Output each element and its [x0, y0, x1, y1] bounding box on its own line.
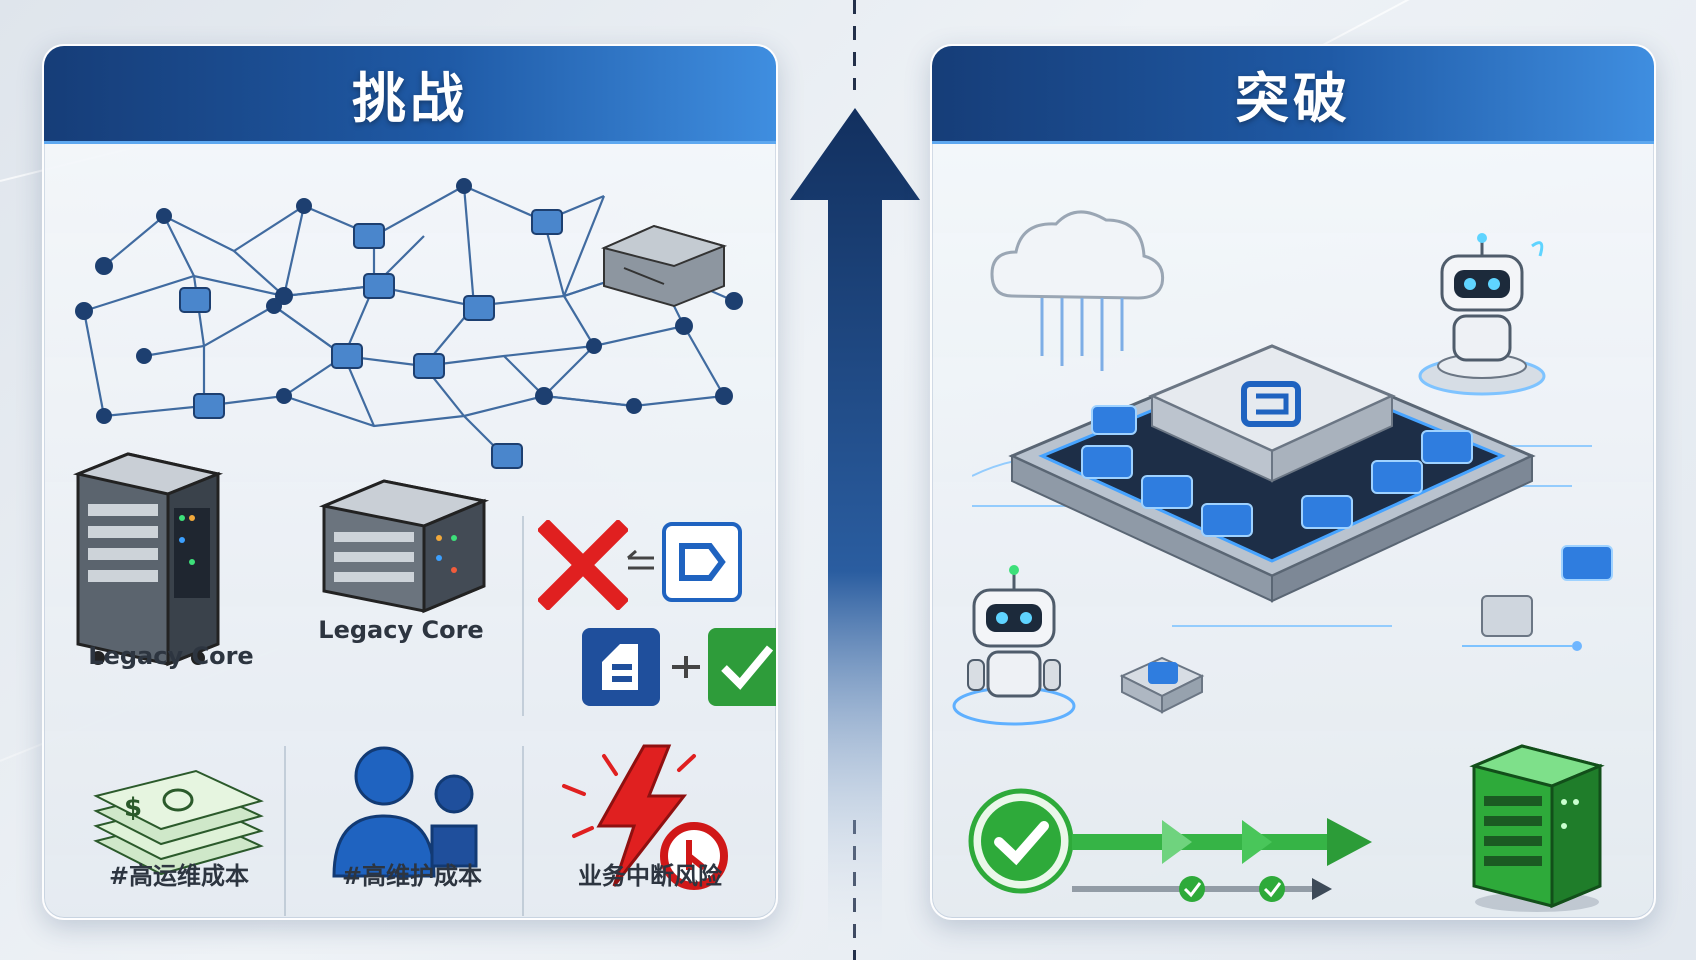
- plus-icon: [672, 656, 700, 678]
- business-interrupt-risk-label: 业务中断风险: [578, 862, 722, 890]
- network-mesh-icon: [75, 178, 743, 469]
- chip-platform-icon: [972, 344, 1592, 627]
- legacy-core-label-2: Legacy Core: [318, 616, 484, 644]
- challenge-title: 挑战: [352, 67, 468, 130]
- money-stack-icon: $: [93, 769, 264, 876]
- document-block-icon: [582, 628, 660, 706]
- check-icon: [968, 788, 1074, 894]
- svg-text:$: $: [124, 793, 142, 823]
- mini-server-icon: [600, 224, 728, 308]
- challenge-panel: 挑战: [42, 44, 778, 920]
- robot-icon: [952, 565, 1076, 726]
- green-server-icon: [1469, 744, 1605, 912]
- breakthrough-title: 突破: [1235, 67, 1351, 130]
- floating-block-icon: [1462, 545, 1613, 651]
- high-ops-cost-label: #高运维成本: [108, 862, 250, 890]
- lightning-icon: [562, 744, 728, 890]
- verify-block-icon: [708, 628, 776, 706]
- upward-arrow-icon: [790, 108, 920, 950]
- swap-arrow-icon: [627, 549, 654, 570]
- cloud-icon: [990, 210, 1165, 371]
- progress-arrows-icon: [1072, 818, 1372, 902]
- grid-separator: [522, 746, 524, 916]
- server-rack-icon: [318, 479, 490, 614]
- high-maint-cost-label: #高维护成本: [341, 862, 483, 890]
- challenge-header: 挑战: [44, 46, 776, 144]
- grid-separator: [284, 746, 286, 916]
- cross-icon: [538, 520, 628, 610]
- robot-icon: [1418, 233, 1546, 396]
- floating-block-icon: [1119, 656, 1205, 714]
- legacy-core-label-1: Legacy Core: [88, 642, 254, 670]
- server-rack-icon: [72, 452, 224, 667]
- service-block-icon: [662, 522, 742, 602]
- breakthrough-header: 突破: [932, 46, 1654, 144]
- breakthrough-panel: 突破: [930, 44, 1656, 920]
- grid-separator: [522, 516, 524, 716]
- people-icon: [332, 746, 478, 878]
